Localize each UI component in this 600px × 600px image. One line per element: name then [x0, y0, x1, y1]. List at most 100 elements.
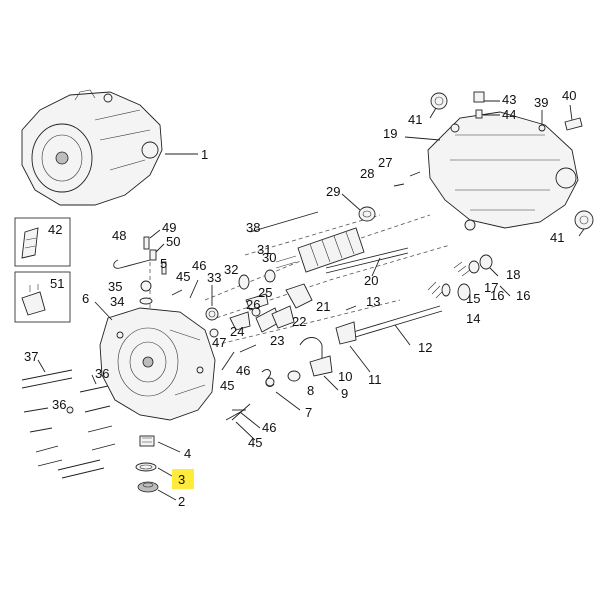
callout-11: 11	[368, 372, 382, 387]
callout-36-lower: 36	[52, 397, 66, 412]
callout-39: 39	[534, 95, 548, 110]
pin-27	[409, 171, 421, 177]
callout-19: 19	[383, 126, 397, 141]
callout-46-mid: 46	[236, 363, 250, 378]
callout-34: 34	[110, 294, 124, 309]
bolt-46-mid	[239, 344, 257, 353]
callout-26: 26	[246, 297, 260, 312]
callout-46-low: 46	[262, 420, 276, 435]
pins-31	[275, 255, 297, 269]
wire-48	[113, 259, 151, 269]
bearing-29	[358, 206, 376, 222]
pin-5	[161, 261, 167, 275]
callout-25: 25	[258, 285, 272, 300]
pin-49	[143, 236, 150, 250]
callout-51: 51	[50, 276, 64, 291]
callout-9: 9	[341, 386, 348, 401]
callout-38: 38	[246, 220, 260, 235]
callout-2: 2	[178, 494, 185, 509]
seal-ring-41-right	[574, 210, 594, 230]
washer-30	[264, 269, 276, 283]
plate-25	[245, 293, 269, 311]
callout-5: 5	[160, 256, 167, 271]
callout-32: 32	[224, 262, 238, 277]
callout-31: 31	[257, 242, 271, 257]
callout-45-low: 45	[248, 435, 262, 450]
callout-7: 7	[305, 405, 312, 420]
callout-1: 1	[201, 147, 208, 162]
sensor-40	[564, 117, 583, 131]
fork-21	[285, 283, 313, 309]
bearing-33	[205, 307, 219, 321]
bolt-set-37	[21, 369, 105, 479]
callout-44: 44	[502, 107, 516, 122]
callout-3: 3	[178, 472, 185, 487]
callout-35: 35	[108, 279, 122, 294]
callout-50: 50	[166, 234, 180, 249]
callout-30: 30	[262, 250, 276, 265]
bush-8	[287, 370, 301, 382]
callout-41-right: 41	[550, 230, 564, 245]
callout-23: 23	[270, 333, 284, 348]
plug-4	[139, 435, 155, 447]
cap-35	[140, 280, 152, 292]
shaft-12	[339, 305, 441, 337]
bolt-46-top	[189, 279, 199, 299]
pin-45-mid	[221, 351, 235, 371]
spring-10	[299, 337, 323, 360]
callout-10: 10	[338, 369, 352, 384]
callout-41-top: 41	[408, 112, 422, 127]
callout-46-top: 46	[192, 258, 206, 273]
callout-29: 29	[326, 184, 340, 199]
leader-38	[249, 211, 319, 233]
callout-45-top: 45	[176, 269, 190, 284]
callout-36-upper: 36	[95, 366, 109, 381]
bearing-16	[457, 283, 471, 301]
callout-17: 17	[484, 280, 498, 295]
main-casing-drawing	[99, 307, 216, 421]
callout-47: 47	[212, 335, 226, 350]
shaft-20	[325, 247, 409, 269]
callout-22: 22	[292, 314, 306, 329]
oring-34	[139, 297, 153, 305]
ring-32	[238, 274, 250, 290]
bolt-set-36	[79, 385, 116, 451]
callout-14: 14	[466, 311, 480, 326]
callout-42: 42	[48, 222, 62, 237]
bush-26	[251, 307, 261, 317]
bearing-18	[479, 254, 493, 270]
washer-36	[66, 406, 74, 414]
selector-drum-drawing	[297, 227, 365, 273]
callout-33: 33	[207, 270, 221, 285]
callout-45-mid: 45	[220, 378, 234, 393]
switch-50	[149, 249, 157, 261]
gearbox-assembly-drawing	[21, 89, 163, 206]
callout-40: 40	[562, 88, 576, 103]
ring-17	[468, 260, 480, 274]
callout-16-upper: 16	[516, 288, 530, 303]
pin-13	[345, 305, 357, 311]
callout-8: 8	[307, 383, 314, 398]
ball-47	[209, 328, 219, 338]
callout-49: 49	[162, 220, 176, 235]
breather-43	[473, 91, 485, 103]
lever-9	[309, 355, 333, 377]
callout-12: 12	[418, 340, 432, 355]
callout-21: 21	[316, 299, 330, 314]
spring-set	[453, 261, 471, 277]
callout-37: 37	[24, 349, 38, 364]
callout-16-lower: 16	[490, 288, 504, 303]
plug-39	[538, 124, 546, 132]
lever-24	[229, 311, 251, 331]
pin-28	[393, 183, 405, 187]
callout-28: 28	[360, 166, 374, 181]
callout-6: 6	[82, 291, 89, 306]
callout-13: 13	[366, 294, 380, 309]
callout-43: 43	[502, 92, 516, 107]
callout-48: 48	[112, 228, 126, 243]
seal-ring-41-top	[430, 92, 448, 110]
callout-20: 20	[364, 273, 378, 288]
callout-4: 4	[184, 446, 191, 461]
